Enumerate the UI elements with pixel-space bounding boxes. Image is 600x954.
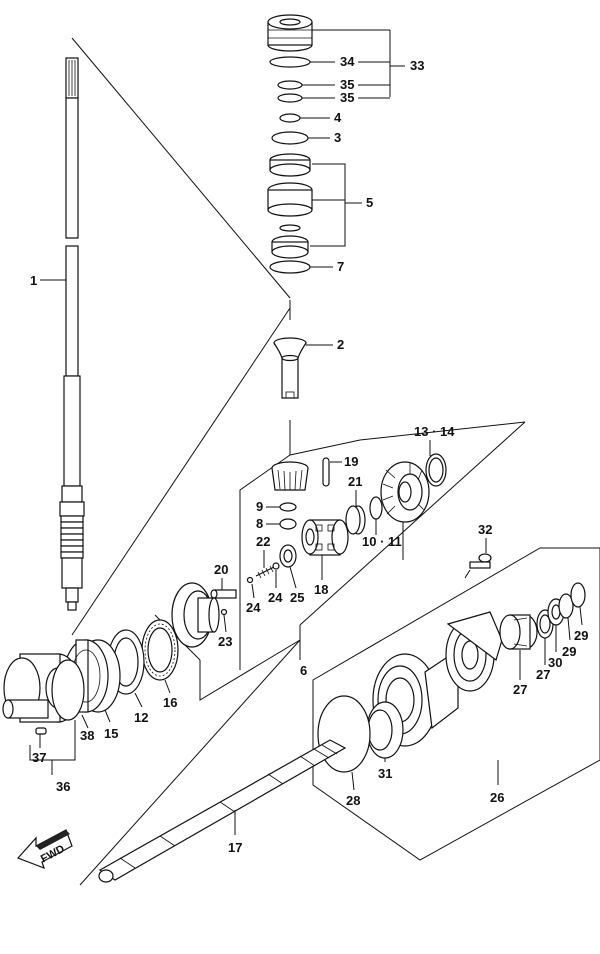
- part-9-washer: [279, 502, 297, 512]
- part-13-14-ring: [425, 453, 447, 487]
- callout-13-14: 13 · 14: [414, 424, 455, 439]
- callout-16: 16: [163, 695, 177, 710]
- callout-28: 28: [346, 793, 360, 808]
- fwd-arrow-icon: FWD: [16, 829, 73, 870]
- part-37-pin: [35, 727, 47, 735]
- callout-25: 25: [290, 590, 304, 605]
- part-8-nut: [279, 518, 297, 530]
- part-24-ball-a: [272, 562, 280, 570]
- forward-bevel-gear: [380, 461, 430, 523]
- part-3-ring: [271, 131, 309, 145]
- callout-24-a: 24: [268, 590, 283, 605]
- callout-17: 17: [228, 840, 242, 855]
- callout-37: 37: [32, 750, 46, 765]
- part-34-ring: [269, 56, 311, 68]
- callout-10-11: 10 · 11: [362, 534, 402, 549]
- callout-20: 20: [214, 562, 228, 577]
- callout-18: 18: [314, 582, 328, 597]
- group-box-26: [312, 547, 600, 861]
- callout-9: 9: [256, 499, 263, 514]
- part-25-ring: [279, 544, 297, 568]
- part-18-clutch: [301, 519, 349, 556]
- callout-3: 3: [334, 130, 341, 145]
- part-35-seal-a: [277, 80, 303, 90]
- callout-33: 33: [410, 58, 424, 73]
- callout-12: 12: [134, 710, 148, 725]
- callout-1: 1: [30, 273, 37, 288]
- callout-24-b: 24: [246, 600, 261, 615]
- callout-4: 4: [334, 110, 342, 125]
- callout-7: 7: [337, 259, 344, 274]
- part-27-bearing-b: [536, 609, 554, 639]
- part-17-propeller-shaft: [98, 739, 347, 883]
- callout-35-b: 35: [340, 90, 354, 105]
- part-31-bearing: [366, 701, 404, 759]
- part-27-bearing: [499, 614, 538, 650]
- callout-2: 2: [337, 337, 344, 352]
- callout-lines-top: [300, 29, 405, 268]
- callout-34: 34: [340, 54, 355, 69]
- part-10-11-shim: [369, 496, 383, 520]
- callout-19: 19: [344, 454, 358, 469]
- part-7-ring: [269, 260, 311, 274]
- part-5-bearing-assembly: [267, 153, 313, 259]
- callout-31: 31: [378, 766, 392, 781]
- reverse-gear: [171, 582, 220, 648]
- part-33-cap: [267, 14, 313, 52]
- callout-21: 21: [348, 474, 362, 489]
- part-29-seal-a: [558, 593, 574, 619]
- callout-29-a: 29: [562, 644, 576, 659]
- part-35-seal-b: [277, 93, 303, 103]
- drive-shaft-part-1: [59, 57, 85, 611]
- part-19-pin: [322, 457, 330, 487]
- callout-30: 30: [548, 655, 562, 670]
- callout-6: 6: [300, 663, 307, 678]
- part-22-spring: [255, 565, 277, 579]
- callout-15: 15: [104, 726, 118, 741]
- callout-35-a: 35: [340, 77, 354, 92]
- callout-32: 32: [478, 522, 492, 537]
- pinion-gear: [271, 461, 309, 491]
- callout-38: 38: [80, 728, 94, 743]
- callout-29-b: 29: [574, 628, 588, 643]
- part-2-sleeve: [273, 337, 307, 399]
- part-4-washer: [279, 113, 301, 123]
- callout-27-a: 27: [513, 682, 527, 697]
- part-23-ball: [220, 608, 228, 616]
- callout-27-b: 27: [536, 667, 550, 682]
- part-32-bolt: [469, 553, 492, 569]
- part-29-seal-b: [570, 582, 586, 608]
- callout-36: 36: [56, 779, 70, 794]
- callout-8: 8: [256, 516, 263, 531]
- part-20-push-rod: [210, 589, 237, 599]
- callout-22: 22: [256, 534, 270, 549]
- part-21-ring: [345, 505, 366, 535]
- callout-23: 23: [218, 634, 232, 649]
- part-16-thrust-bearing: [141, 619, 179, 681]
- part-38-o-ring: [51, 659, 85, 721]
- part-24-ball-b: [246, 576, 254, 584]
- callout-5: 5: [366, 195, 373, 210]
- callout-26: 26: [490, 790, 504, 805]
- part-28-o-ring: [317, 695, 371, 773]
